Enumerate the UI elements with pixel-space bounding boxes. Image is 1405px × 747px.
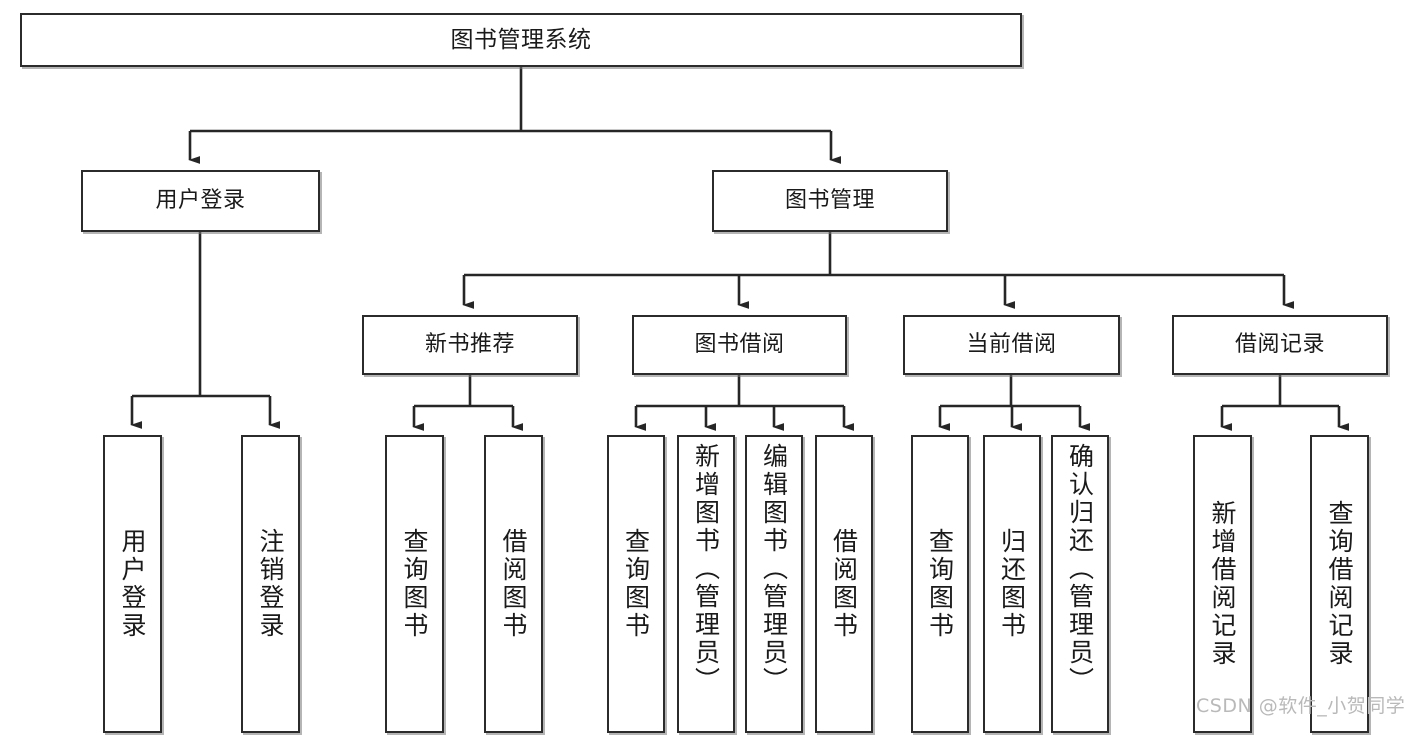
node-leaf-query-book-3-label: 查询图书 — [925, 528, 955, 640]
node-book-manage-label: 图书管理 — [784, 188, 875, 214]
node-book-borrow[interactable]: 图书借阅 — [632, 315, 847, 375]
node-leaf-query-book-3[interactable]: 查询图书 — [911, 435, 969, 733]
node-leaf-edit-book-admin[interactable]: 编辑图书（管理员） — [745, 435, 803, 733]
node-current-borrow[interactable]: 当前借阅 — [903, 315, 1120, 375]
node-leaf-logout-login-label: 注销登录 — [256, 528, 285, 640]
node-new-book-recommend-label: 新书推荐 — [424, 332, 515, 358]
node-leaf-query-book-1-label: 查询图书 — [400, 528, 429, 640]
node-leaf-edit-book-admin-label: 编辑图书（管理员） — [759, 443, 789, 695]
node-leaf-add-borrow-record[interactable]: 新增借阅记录 — [1193, 435, 1252, 733]
node-leaf-borrow-book-2-label: 借阅图书 — [829, 528, 859, 640]
node-user-login[interactable]: 用户登录 — [81, 170, 320, 232]
node-current-borrow-label: 当前借阅 — [966, 332, 1057, 358]
node-leaf-query-borrow-record-label: 查询借阅记录 — [1325, 500, 1354, 668]
node-leaf-query-book-1[interactable]: 查询图书 — [385, 435, 444, 733]
node-leaf-confirm-return-label: 确认归还（管理员） — [1065, 443, 1095, 695]
node-new-book-recommend[interactable]: 新书推荐 — [362, 315, 578, 375]
node-borrow-record[interactable]: 借阅记录 — [1172, 315, 1388, 375]
node-borrow-record-label: 借阅记录 — [1234, 332, 1325, 358]
node-root-label: 图书管理系统 — [450, 26, 592, 53]
csdn-watermark: CSDN @软件_小贺同学 — [1196, 695, 1405, 717]
node-leaf-borrow-book-2[interactable]: 借阅图书 — [815, 435, 873, 733]
node-leaf-return-book[interactable]: 归还图书 — [983, 435, 1041, 733]
node-root[interactable]: 图书管理系统 — [20, 13, 1022, 67]
node-leaf-logout-login[interactable]: 注销登录 — [241, 435, 300, 733]
node-leaf-user-login-label: 用户登录 — [118, 528, 147, 640]
node-leaf-query-book-2[interactable]: 查询图书 — [607, 435, 665, 733]
node-leaf-query-borrow-record[interactable]: 查询借阅记录 — [1310, 435, 1369, 733]
node-leaf-add-borrow-record-label: 新增借阅记录 — [1208, 500, 1237, 668]
node-leaf-return-book-label: 归还图书 — [997, 528, 1027, 640]
node-leaf-add-book-admin[interactable]: 新增图书（管理员） — [677, 435, 735, 733]
node-leaf-query-book-2-label: 查询图书 — [621, 528, 651, 640]
node-leaf-borrow-book-1-label: 借阅图书 — [499, 528, 528, 640]
node-user-login-label: 用户登录 — [155, 188, 246, 214]
node-leaf-borrow-book-1[interactable]: 借阅图书 — [484, 435, 543, 733]
node-book-borrow-label: 图书借阅 — [694, 332, 785, 358]
node-leaf-confirm-return[interactable]: 确认归还（管理员） — [1051, 435, 1109, 733]
node-leaf-add-book-admin-label: 新增图书（管理员） — [691, 443, 721, 695]
node-leaf-user-login[interactable]: 用户登录 — [103, 435, 162, 733]
node-book-manage[interactable]: 图书管理 — [712, 170, 948, 232]
